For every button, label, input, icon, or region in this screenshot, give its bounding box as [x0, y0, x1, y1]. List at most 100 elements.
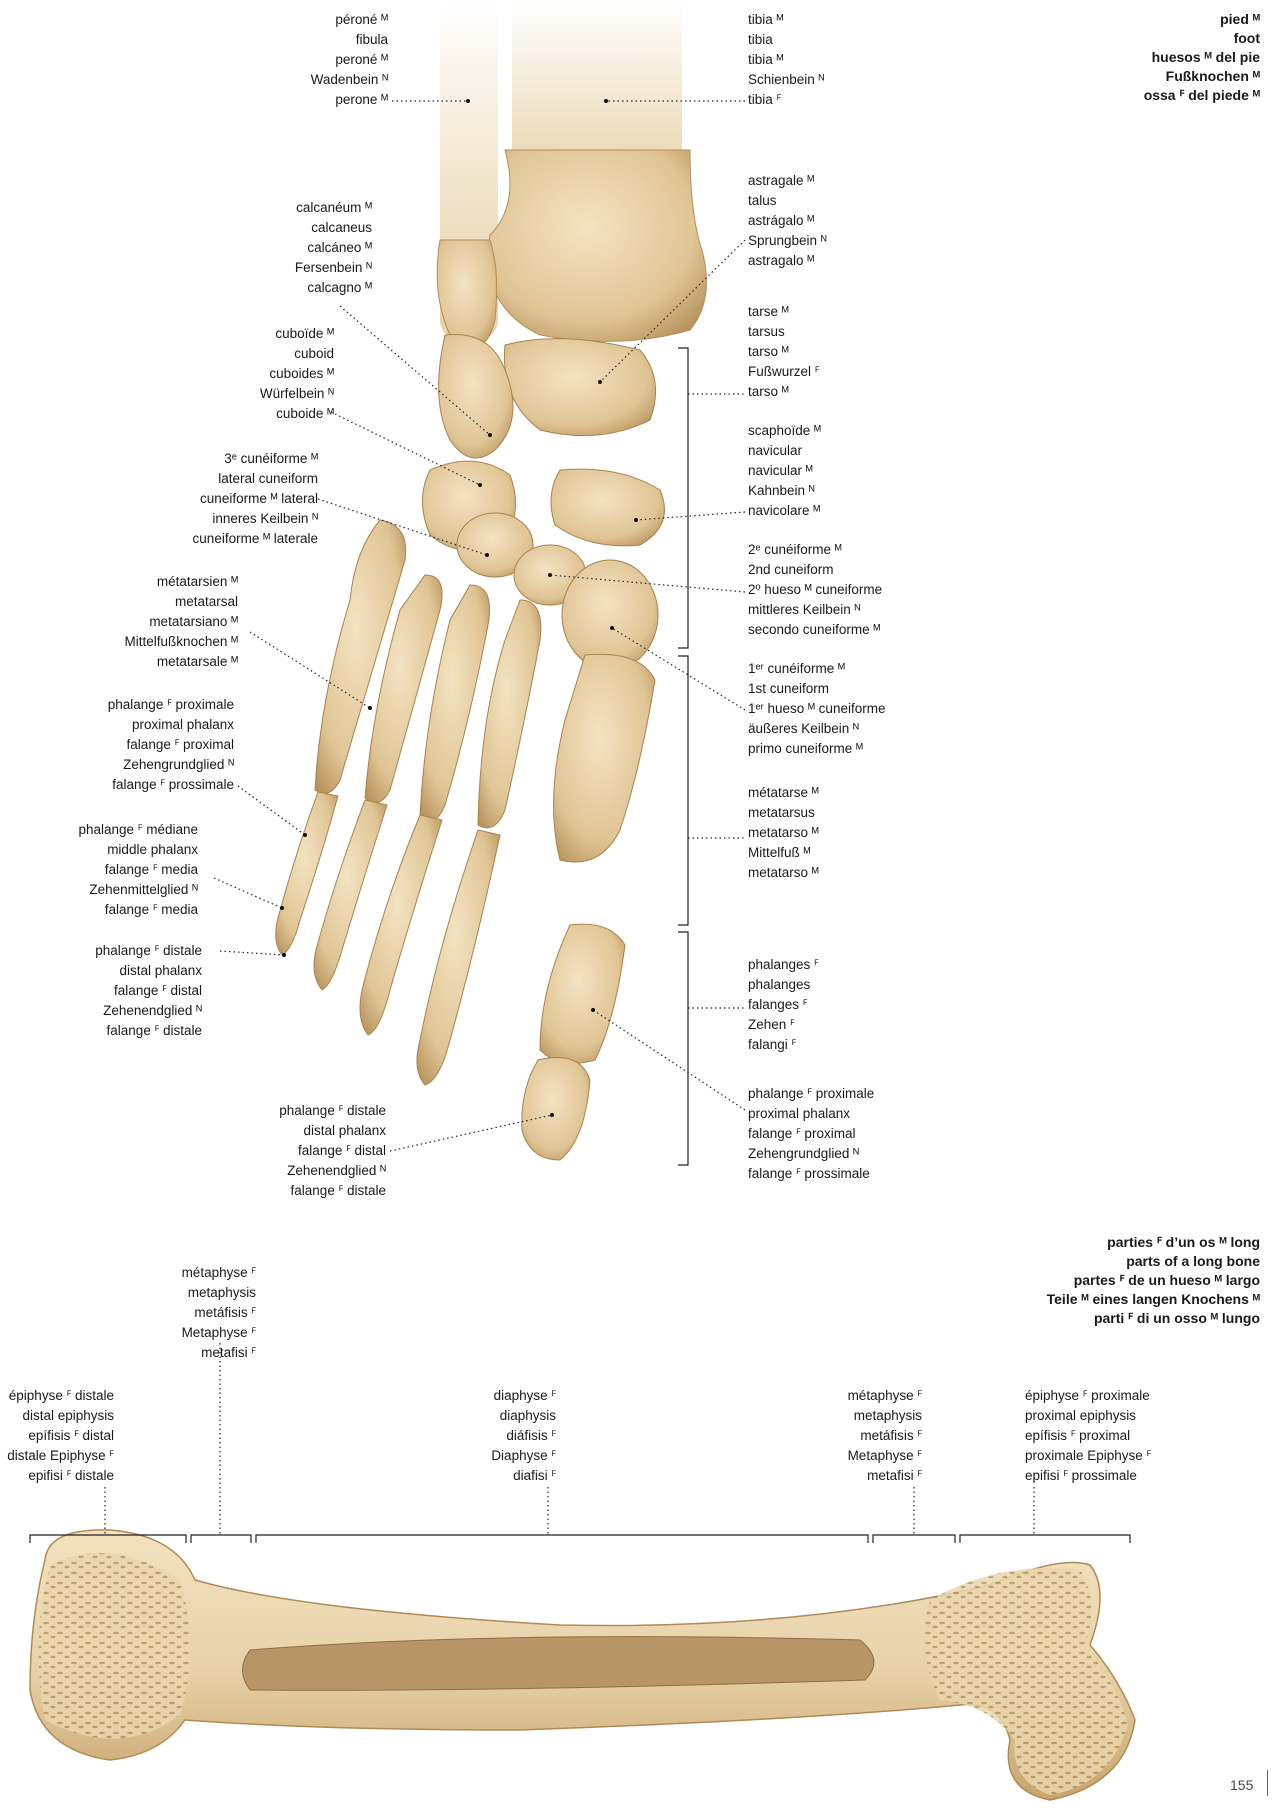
- label-line: métatarse ᴹ: [748, 783, 918, 803]
- label-line: navicolare ᴹ: [748, 501, 918, 521]
- label-line: inneres Keilbein ᴺ: [150, 509, 318, 529]
- label-metatarsal: métatarsien ᴹ metatarsal metatarsiano ᴹ …: [90, 572, 238, 672]
- label-middle-phalanx: phalange ꟳ médiane middle phalanx falang…: [50, 820, 198, 920]
- label-line: metatarsiano ᴹ: [90, 612, 238, 632]
- label-line: 2nd cuneiform: [748, 560, 938, 580]
- bone-title-fr: parties ꟳ d’un os ᴹ long: [1047, 1233, 1260, 1252]
- bone-title-en: parts of a long bone: [1047, 1252, 1260, 1271]
- label-line: tarso ᴹ: [748, 342, 918, 362]
- label-line: Schienbein ᴺ: [748, 70, 918, 90]
- label-line: phalange ꟳ proximale: [748, 1084, 938, 1104]
- label-line: cuboide ᴹ: [200, 404, 334, 424]
- label-line: cuboïde ᴹ: [200, 324, 334, 344]
- label-line: navicular: [748, 441, 918, 461]
- label-line: cuneiforme ᴹ laterale: [150, 529, 318, 549]
- label-line: metáfisis ꟳ: [160, 1303, 256, 1323]
- label-line: 3ᵉ cunéiforme ᴹ: [150, 449, 318, 469]
- label-line: talus: [748, 191, 918, 211]
- label-lateral-cuneiform: 3ᵉ cunéiforme ᴹ lateral cuneiform cuneif…: [150, 449, 318, 549]
- label-line: falange ꟳ media: [50, 860, 198, 880]
- label-line: fibula: [260, 30, 388, 50]
- label-line: Zehengrundglied ᴺ: [748, 1144, 938, 1164]
- label-line: epifisi ꟳ prossimale: [1025, 1466, 1205, 1486]
- navicular-bone: [551, 469, 665, 546]
- label-first-cuneiform: 1ᵉʳ cunéiforme ᴹ 1st cuneiform 1ᵉʳ hueso…: [748, 659, 938, 759]
- long-bone-illustration: [30, 1530, 1135, 1800]
- label-line: cuboid: [200, 344, 334, 364]
- label-line: Zehengrundglied ᴺ: [70, 755, 234, 775]
- label-line: 1ᵉʳ cunéiforme ᴹ: [748, 659, 938, 679]
- toe-2-phalanges: [417, 830, 500, 1085]
- label-line: cuboides ᴹ: [200, 364, 334, 384]
- label-line: Metaphyse ꟳ: [820, 1446, 922, 1466]
- label-line: peroné ᴹ: [260, 50, 388, 70]
- label-line: distale Epiphyse ꟳ: [0, 1446, 114, 1466]
- label-line: tarse ᴹ: [748, 302, 918, 322]
- label-line: falanges ꟳ: [748, 995, 918, 1015]
- label-line: 2º hueso ᴹ cuneiforme: [748, 580, 938, 600]
- page-edge-rule: [1267, 1770, 1268, 1796]
- label-line: metatarso ᴹ: [748, 863, 918, 883]
- label-metaphysis-right: métaphyse ꟳ metaphysis metáfisis ꟳ Metap…: [820, 1386, 922, 1486]
- label-line: phalanges: [748, 975, 918, 995]
- label-line: Zehenendglied ᴺ: [230, 1161, 386, 1181]
- label-proximal-phalanx-left: phalange ꟳ proximale proximal phalanx fa…: [70, 695, 234, 795]
- label-distal-phalanx-left: phalange ꟳ distale distal phalanx falang…: [60, 941, 202, 1041]
- foot-title-es: huesos ᴹ del pie: [1144, 48, 1260, 67]
- label-line: phalange ꟳ distale: [60, 941, 202, 961]
- medullary-cavity: [243, 1637, 874, 1691]
- foot-brackets: [678, 348, 688, 1165]
- label-line: diaphysis: [470, 1406, 556, 1426]
- label-line: phalange ꟳ distale: [230, 1101, 386, 1121]
- label-line: falange ꟳ distal: [230, 1141, 386, 1161]
- label-tarsus: tarse ᴹ tarsus tarso ᴹ Fußwurzel ꟳ tarso…: [748, 302, 918, 402]
- label-line: 1st cuneiform: [748, 679, 938, 699]
- label-line: distal phalanx: [60, 961, 202, 981]
- label-line: metatarsale ᴹ: [90, 652, 238, 672]
- label-line: Metaphyse ꟳ: [160, 1323, 256, 1343]
- label-line: lateral cuneiform: [150, 469, 318, 489]
- label-line: Mittelfußknochen ᴹ: [90, 632, 238, 652]
- bone-title-de: Teile ᴹ eines langen Knochens ᴹ: [1047, 1290, 1260, 1309]
- label-line: metatarsus: [748, 803, 918, 823]
- label-line: metafisi ꟳ: [820, 1466, 922, 1486]
- label-line: Mittelfuß ᴹ: [748, 843, 918, 863]
- label-line: falange ꟳ distale: [60, 1021, 202, 1041]
- label-line: distal phalanx: [230, 1121, 386, 1141]
- label-line: scaphoïde ᴹ: [748, 421, 918, 441]
- label-line: middle phalanx: [50, 840, 198, 860]
- label-line: cuneiforme ᴹ lateral: [150, 489, 318, 509]
- label-line: metatarso ᴹ: [748, 823, 918, 843]
- page-number: 155: [1230, 1777, 1253, 1793]
- label-line: phalange ꟳ proximale: [70, 695, 234, 715]
- label-line: primo cuneiforme ᴹ: [748, 739, 938, 759]
- metatarsal-2: [478, 600, 541, 828]
- label-cuboid: cuboïde ᴹ cuboid cuboides ᴹ Würfelbein ᴺ…: [200, 324, 334, 424]
- label-line: phalange ꟳ médiane: [50, 820, 198, 840]
- label-line: tibia ᴹ: [748, 10, 918, 30]
- label-line: metáfisis ꟳ: [820, 1426, 922, 1446]
- label-second-cuneiform: 2ᵉ cunéiforme ᴹ 2nd cuneiform 2º hueso ᴹ…: [748, 540, 938, 640]
- tibia-end: [488, 150, 706, 341]
- calcaneus-bone: [439, 334, 513, 458]
- label-metaphysis-left: métaphyse ꟳ metaphysis metáfisis ꟳ Metap…: [160, 1263, 256, 1363]
- label-line: Zehenendglied ᴺ: [60, 1001, 202, 1021]
- label-diaphysis: diaphyse ꟳ diaphysis diáfisis ꟳ Diaphyse…: [470, 1386, 556, 1486]
- bracket-leaders: [688, 394, 745, 1008]
- label-line: 2ᵉ cunéiforme ᴹ: [748, 540, 938, 560]
- label-line: tibia ꟳ: [748, 90, 918, 110]
- label-navicular: scaphoïde ᴹ navicular navicular ᴹ Kahnbe…: [748, 421, 918, 521]
- label-line: diafisi ꟳ: [470, 1466, 556, 1486]
- label-line: metafisi ꟳ: [160, 1343, 256, 1363]
- label-line: metaphysis: [820, 1406, 922, 1426]
- label-line: épiphyse ꟳ proximale: [1025, 1386, 1205, 1406]
- foot-skeleton: [276, 0, 707, 1160]
- label-proximal-epiphysis: épiphyse ꟳ proximale proximal epiphysis …: [1025, 1386, 1205, 1486]
- label-line: tarso ᴹ: [748, 382, 918, 402]
- label-line: Kahnbein ᴺ: [748, 481, 918, 501]
- label-line: epífisis ꟳ distal: [0, 1426, 114, 1446]
- label-line: metatarsal: [90, 592, 238, 612]
- label-line: Würfelbein ᴺ: [200, 384, 334, 404]
- label-line: tibia: [748, 30, 918, 50]
- label-line: perone ᴹ: [260, 90, 388, 110]
